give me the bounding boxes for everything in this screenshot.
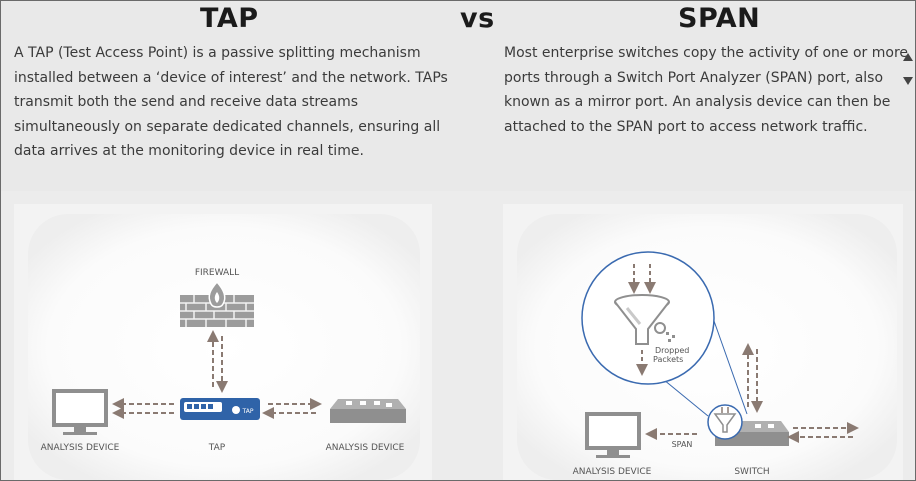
dropped-packets-icon [654,322,675,342]
small-magnifier-circle [707,404,743,440]
left-analysis-device-icon [52,389,108,435]
left-analysis-device-label: ANALYSIS DEVICE [41,443,120,453]
dropped-packets-label-1: Dropped [655,346,689,355]
vs-title: vs [460,3,495,34]
tap-title: TAP [200,3,259,34]
firewall-icon [180,280,254,327]
scroll-up-arrow-icon[interactable] [903,53,913,61]
span-title: SPAN [678,3,761,34]
tap-device-icon: TAP [180,398,260,420]
tap-diagram-panel: FIREWALL [14,204,432,480]
magnified-span-view: Dropped Packets [581,251,715,385]
switch-vertical-arrows [742,343,763,413]
right-analysis-device-label: ANALYSIS DEVICE [326,443,405,453]
tap-description: A TAP (Test Access Point) is a passive s… [14,45,448,159]
tap-label: TAP [208,443,226,453]
scrollbar[interactable] [901,1,915,480]
span-analysis-device-label: ANALYSIS DEVICE [573,467,652,477]
switch-label: SWITCH [734,467,769,477]
tap-right-arrows [262,398,322,419]
scroll-down-arrow-icon[interactable] [903,77,913,85]
tap-badge-text: TAP [242,408,254,415]
funnel-icon [614,294,670,345]
firewall-label: FIREWALL [195,268,239,278]
tap-left-arrows [112,398,174,419]
span-analysis-device-icon [585,412,641,458]
span-description: Most enterprise switches copy the activi… [504,45,909,135]
span-diagram: Dropped Packets ANALYSIS DEVICE SPAN [503,204,903,480]
dropped-packets-label-2: Packets [653,355,683,364]
span-label: SPAN [672,440,693,449]
span-diagram-panel: Dropped Packets ANALYSIS DEVICE SPAN [503,204,903,480]
switch-right-arrows [787,422,859,443]
tap-diagram: FIREWALL [14,204,432,480]
header-band [1,1,915,191]
firewall-tap-arrows [207,330,228,393]
right-analysis-device-icon [330,399,406,423]
